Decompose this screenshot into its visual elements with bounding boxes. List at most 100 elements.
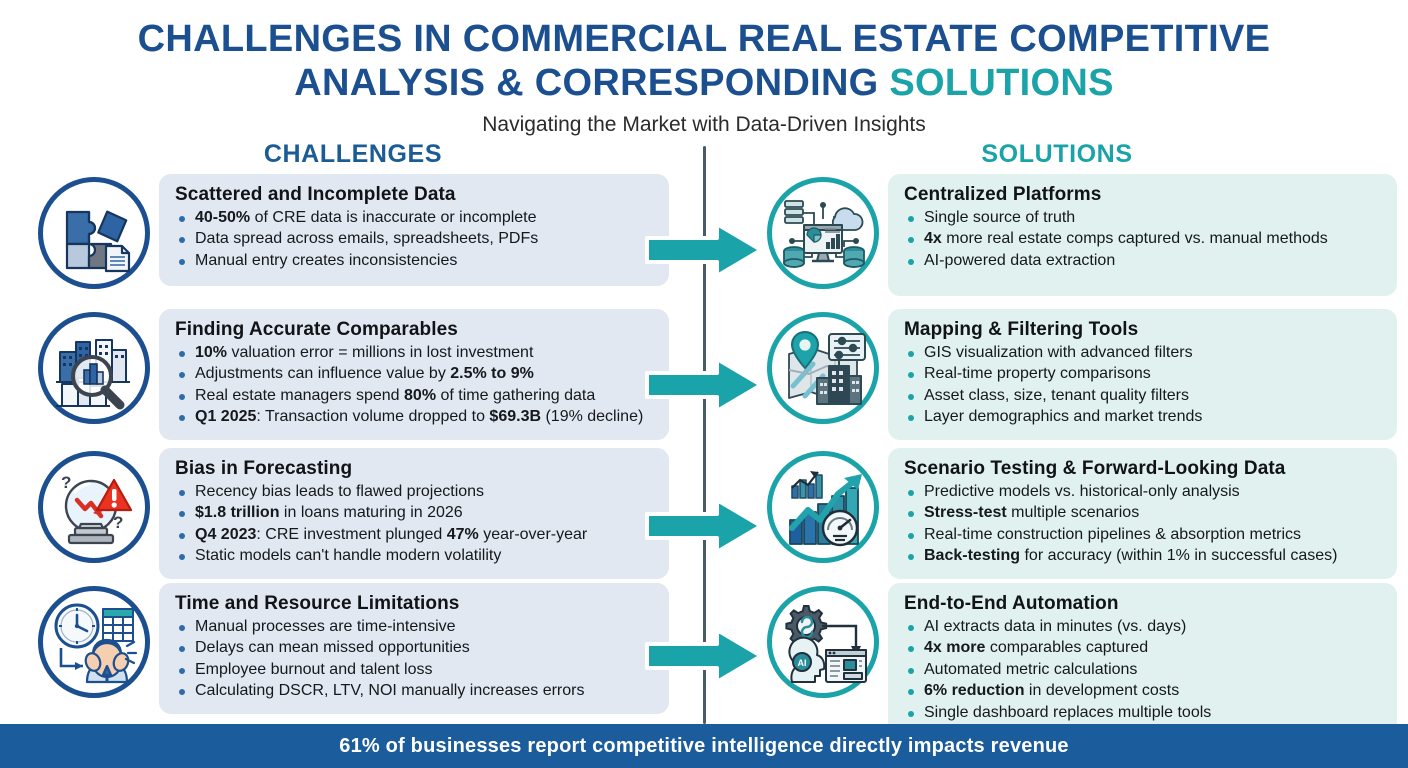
row-4: Time and Resource Limitations Manual pro… [0,583,1408,736]
challenge-title-3: Bias in Forecasting [175,458,353,479]
solution-panel-1: Centralized Platforms Single source of t… [888,174,1397,296]
solution-bullet-2-3: Asset class, size, tenant quality filter… [904,386,1383,406]
solution-icon-wrap-3 [757,448,888,566]
challenge-bullet-2-2: Adjustments can influence value by 2.5% … [175,364,655,384]
crystal-ball-warning-icon: ? ? [37,451,150,563]
challenge-title-4: Time and Resource Limitations [175,593,460,614]
growth-chart-gauge-icon [766,451,879,563]
challenge-icon-wrap-1 [28,174,159,292]
challenge-icon-wrap-4 [28,583,159,701]
challenge-bullet-1-1: 40-50% of CRE data is inaccurate or inco… [175,208,655,228]
challenge-bullet-3-1: Recency bias leads to flawed projections [175,482,655,502]
challenge-title-1: Scattered and Incomplete Data [175,184,456,205]
challenge-block-2: Finding Accurate Comparables 10% valuati… [28,309,678,440]
solution-bullet-4-5: Single dashboard replaces multiple tools [904,703,1383,723]
gear-ai-dashboard-icon: AI [766,586,879,698]
solution-bullet-3-1: Predictive models vs. historical-only an… [904,482,1383,502]
challenge-panel-2: Finding Accurate Comparables 10% valuati… [159,309,669,440]
challenge-bullet-1-3: Manual entry creates inconsistencies [175,251,655,271]
row-2: Finding Accurate Comparables 10% valuati… [0,309,1408,440]
solution-bullet-4-1: AI extracts data in minutes (vs. days) [904,617,1383,637]
solution-panel-4: End-to-End Automation AI extracts data i… [888,583,1397,736]
solution-title-4: End-to-End Automation [904,593,1119,614]
row-3: ? ? Bias in Forecasting Recency bias lea… [0,448,1408,579]
solution-bullet-2-2: Real-time property comparisons [904,364,1383,384]
challenge-icon-wrap-3: ? ? [28,448,159,566]
solution-title-2: Mapping & Filtering Tools [904,319,1139,340]
title-line-1: CHALLENGES IN COMMERCIAL REAL ESTATE COM… [137,18,1271,60]
svg-text:?: ? [113,513,123,532]
challenge-title-2: Finding Accurate Comparables [175,319,458,340]
column-header-challenges: CHALLENGES [263,140,443,168]
page-subtitle: Navigating the Market with Data-Driven I… [482,113,926,137]
solution-bullet-1-1: Single source of truth [904,208,1383,228]
challenge-panel-3: Bias in Forecasting Recency bias leads t… [159,448,669,579]
page-title: CHALLENGES IN COMMERCIAL REAL ESTATE COM… [0,18,1408,105]
right-arrow-icon-1 [645,222,763,278]
column-headers: CHALLENGES SOLUTIONS [0,140,1408,174]
solution-block-4: AI End-to-End Automation AI extracts dat… [757,583,1397,736]
clock-stressed-worker-icon [37,586,150,698]
svg-text:?: ? [61,473,71,492]
footer-banner: 61% of businesses report competitive int… [0,724,1408,768]
challenge-panel-4: Time and Resource Limitations Manual pro… [159,583,669,714]
right-arrow-icon-2 [645,357,763,413]
challenge-block-3: ? ? Bias in Forecasting Recency bias lea… [28,448,678,579]
solution-icon-wrap-2 [757,309,888,427]
challenge-bullet-4-2: Delays can mean missed opportunities [175,638,655,658]
column-header-solutions: SOLUTIONS [981,140,1133,168]
challenge-bullet-4-3: Employee burnout and talent loss [175,660,655,680]
solution-title-3: Scenario Testing & Forward-Looking Data [904,458,1286,479]
solution-bullets-4: AI extracts data in minutes (vs. days)4x… [904,617,1383,723]
challenge-bullet-2-4: Q1 2025: Transaction volume dropped to $… [175,407,655,427]
title-line-2: ANALYSIS & CORRESPONDING SOLUTIONS [0,62,1408,106]
solution-panel-3: Scenario Testing & Forward-Looking Data … [888,448,1397,579]
challenge-bullets-1: 40-50% of CRE data is inaccurate or inco… [175,208,655,271]
solution-block-1: Centralized Platforms Single source of t… [757,174,1397,296]
solution-block-3: Scenario Testing & Forward-Looking Data … [757,448,1397,579]
solution-icon-wrap-1 [757,174,888,292]
solution-bullet-3-4: Back-testing for accuracy (within 1% in … [904,546,1383,566]
solution-bullet-1-2: 4x more real estate comps captured vs. m… [904,229,1383,249]
challenge-bullets-2: 10% valuation error = millions in lost i… [175,343,655,428]
center-divider [703,146,706,724]
solution-bullet-2-1: GIS visualization with advanced filters [904,343,1383,363]
right-arrow-icon-3 [645,498,763,554]
buildings-magnifier-icon [37,312,150,424]
right-arrow-icon-4 [645,628,763,684]
solution-bullet-4-4: 6% reduction in development costs [904,681,1383,701]
title-line-2-main: ANALYSIS & CORRESPONDING [294,61,890,104]
header: CHALLENGES IN COMMERCIAL REAL ESTATE COM… [0,0,1408,137]
solution-panel-2: Mapping & Filtering Tools GIS visualizat… [888,309,1397,440]
solution-bullet-2-4: Layer demographics and market trends [904,407,1383,427]
solution-bullet-1-3: AI-powered data extraction [904,251,1383,271]
challenge-bullet-3-4: Static models can't handle modern volati… [175,546,655,566]
challenge-bullet-1-2: Data spread across emails, spreadsheets,… [175,229,655,249]
solution-title-1: Centralized Platforms [904,184,1102,205]
challenge-bullet-3-3: Q4 2023: CRE investment plunged 47% year… [175,525,655,545]
challenge-icon-wrap-2 [28,309,159,427]
footer-text: 61% of businesses report competitive int… [339,734,1069,757]
challenge-block-1: Scattered and Incomplete Data 40-50% of … [28,174,678,292]
challenge-bullet-4-4: Calculating DSCR, LTV, NOI manually incr… [175,681,655,701]
solution-icon-wrap-4: AI [757,583,888,701]
challenge-bullet-2-3: Real estate managers spend 80% of time g… [175,386,655,406]
challenge-panel-1: Scattered and Incomplete Data 40-50% of … [159,174,669,286]
row-1: Scattered and Incomplete Data 40-50% of … [0,174,1408,296]
challenge-bullet-3-2: $1.8 trillion in loans maturing in 2026 [175,503,655,523]
challenge-block-4: Time and Resource Limitations Manual pro… [28,583,678,714]
puzzle-pieces-document-icon [37,177,150,289]
map-pin-filters-icon [766,312,879,424]
solution-bullet-3-2: Stress-test multiple scenarios [904,503,1383,523]
solution-block-2: Mapping & Filtering Tools GIS visualizat… [757,309,1397,440]
challenge-bullets-3: Recency bias leads to flawed projections… [175,482,655,567]
svg-text:AI: AI [797,658,806,668]
solution-bullet-3-3: Real-time construction pipelines & absor… [904,525,1383,545]
challenge-bullet-4-1: Manual processes are time-intensive [175,617,655,637]
challenge-bullet-2-1: 10% valuation error = millions in lost i… [175,343,655,363]
solution-bullet-4-2: 4x more comparables captured [904,638,1383,658]
